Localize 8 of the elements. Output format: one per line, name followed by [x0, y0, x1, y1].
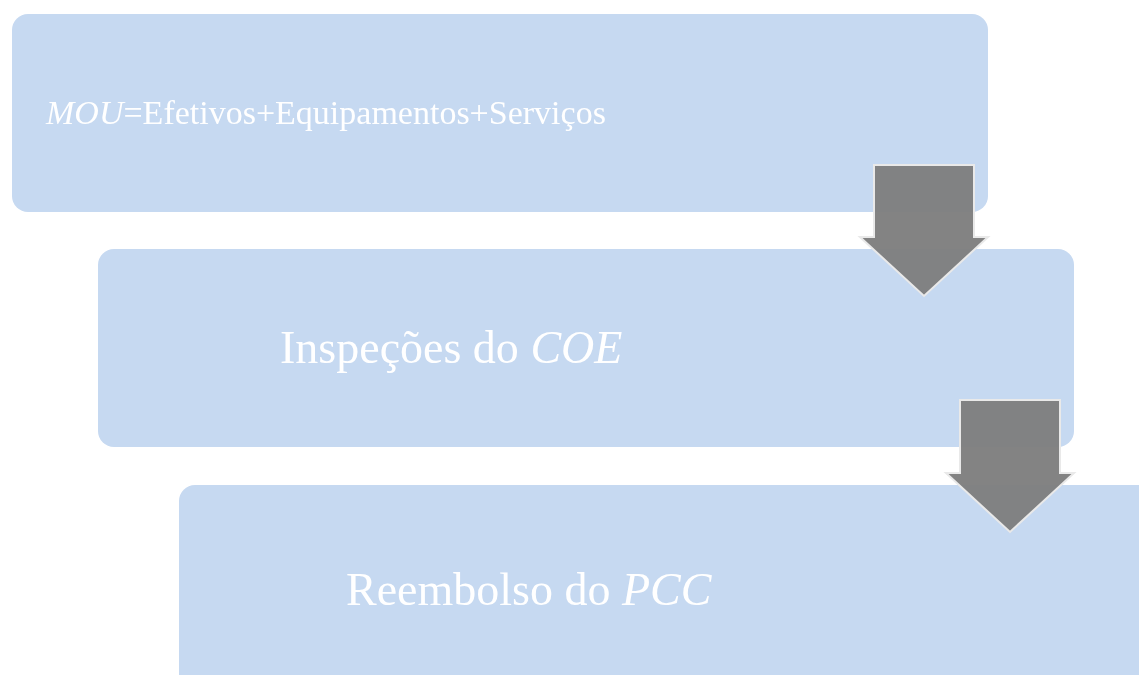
block-arrow [857, 164, 991, 298]
box-label: MOU=Efetivos+Equipamentos+Serviços [46, 92, 607, 133]
process-box [98, 249, 1074, 447]
box-label: Inspeções do COE [280, 321, 624, 376]
box-label: Reembolso do PCC [346, 563, 713, 618]
process-box [179, 485, 1139, 675]
block-arrow [943, 399, 1077, 534]
process-box [12, 14, 988, 212]
